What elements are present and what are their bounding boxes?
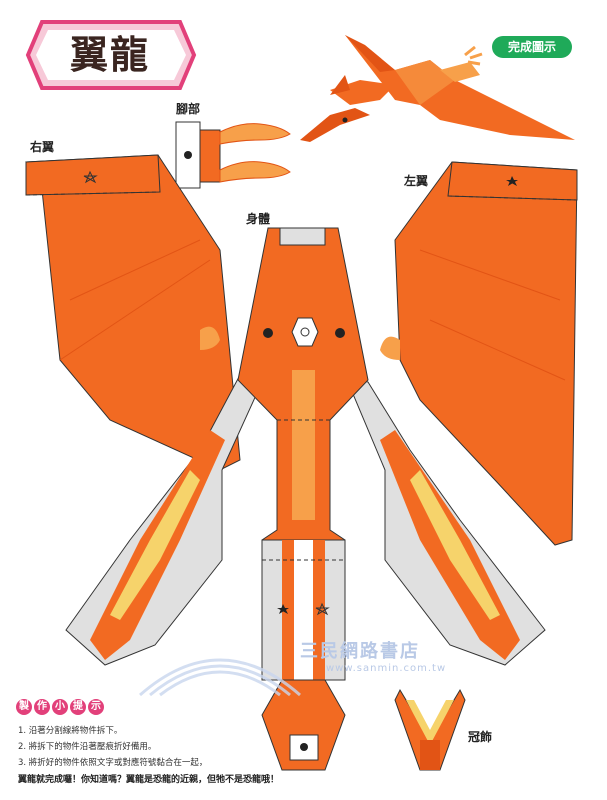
title-badge-shape — [25, 20, 197, 90]
heading-char: 製 — [16, 699, 32, 715]
instructions-heading: 製作小提示 — [16, 698, 106, 715]
body-piece — [237, 227, 369, 681]
feet-label: 腳部 — [176, 102, 201, 116]
watermark-text: 三民網路書店 — [300, 641, 420, 662]
instruction-step-2: 2. 將拆下的物件沿著壓痕折好備用。 — [18, 742, 157, 752]
crest-label: 冠飾 — [468, 730, 493, 744]
watermark-url: www.sanmin.com.tw — [326, 663, 447, 674]
heading-char: 提 — [70, 699, 86, 715]
page-title: 翼龍 — [69, 33, 150, 77]
heading-char: 示 — [88, 699, 104, 715]
body-label: 身體 — [246, 212, 271, 226]
right-wing-piece — [25, 154, 241, 471]
instruction-closing: 翼龍就完成囉！你知道嗎？翼龍是恐龍的近親，但牠不是恐龍哦！ — [18, 775, 280, 785]
completed-view-badge: 完成圖示 — [492, 36, 572, 58]
feet-piece — [175, 121, 291, 189]
watermark-arcs — [139, 658, 301, 697]
right-arm-strip — [344, 374, 546, 666]
tail-piece — [261, 679, 346, 771]
completed-pterosaur-illustration — [300, 35, 575, 142]
right-wing-label: 右翼 — [30, 140, 55, 154]
left-wing-label: 左翼 — [404, 174, 429, 188]
left-wing-piece — [380, 161, 578, 546]
left-arm-strip — [65, 374, 263, 666]
crest-piece — [394, 688, 466, 771]
heading-char: 作 — [34, 699, 50, 715]
instruction-step-1: 1. 沿著分割線將物件拆下。 — [18, 726, 123, 736]
heading-char: 小 — [52, 699, 68, 715]
instruction-step-3: 3. 將折好的物件依照文字或對應符號黏合在一起， — [18, 758, 208, 768]
